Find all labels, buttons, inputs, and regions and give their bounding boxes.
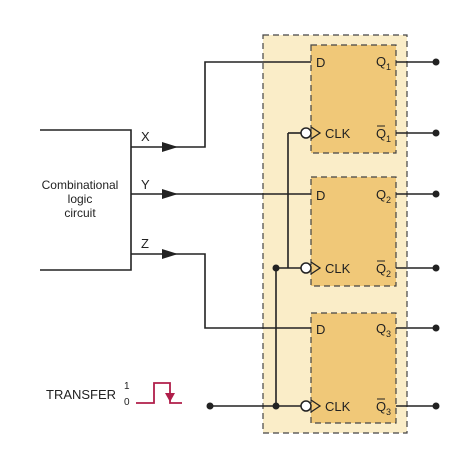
signal-z-label: Z (141, 236, 149, 251)
flipflop-3-q-label: Q (376, 321, 386, 336)
signal-x-arrow (162, 142, 178, 152)
flipflop-3-d-label: D (316, 322, 325, 337)
q1bar-output-node (432, 129, 440, 137)
flipflop-1-q-subscript: 1 (386, 62, 391, 72)
transfer-input-node (206, 402, 214, 410)
flipflop-2-d-label: D (316, 188, 325, 203)
flipflop-1-clk-bubble (300, 127, 312, 139)
flipflop-3-clk-label: CLK (325, 399, 351, 414)
flipflop-3-clk-bubble (300, 400, 312, 412)
flipflop-1-clk-triangle (310, 126, 322, 140)
flipflop-3-qbar-subscript: 3 (386, 407, 391, 417)
flipflop-1-q-label: Q (376, 54, 386, 69)
transfer-pulse-edge-arrow (165, 393, 175, 402)
flipflop-1-body (310, 44, 397, 154)
combinational-circuit-outline (40, 129, 132, 271)
flipflop-2-clk-bubble (300, 262, 312, 274)
q1-output-node (432, 58, 440, 66)
flipflop-3-body (310, 312, 397, 424)
flipflop-1-d-label: D (316, 55, 325, 70)
signal-y-arrow (162, 189, 178, 199)
flipflop-3-q-subscript: 3 (386, 329, 391, 339)
combinational-label-line-2: logic (68, 192, 93, 206)
flipflop-1-qbar-label: Q (376, 126, 386, 141)
flipflop-3-clk-triangle (310, 399, 322, 413)
flipflop-2-clk-triangle (310, 261, 322, 275)
transfer-label: TRANSFER (46, 387, 116, 402)
transfer-level-high: 1 (124, 381, 130, 392)
q2-output-node (432, 190, 440, 198)
transfer-level-low: 0 (124, 397, 130, 408)
flipflop-2-body (310, 176, 397, 287)
q2bar-output-node (432, 264, 440, 272)
flipflop-1: D CLK Q 1 Q 1 (310, 44, 397, 154)
flipflop-2-qbar-label: Q (376, 261, 386, 276)
flipflop-1-qbar-subscript: 1 (386, 134, 391, 144)
flipflop-3: D CLK Q 3 Q 3 (310, 312, 397, 424)
q3bar-output-node (432, 402, 440, 410)
combinational-label-line-1: Combinational (42, 178, 119, 192)
flipflop-2-qbar-subscript: 2 (386, 269, 391, 279)
transfer-pulse-waveform (136, 382, 182, 404)
signal-x-label: X (141, 129, 150, 144)
flipflop-1-clk-label: CLK (325, 126, 351, 141)
flipflop-3-qbar-label: Q (376, 399, 386, 414)
signal-y-label: Y (141, 177, 150, 192)
flipflop-2: D CLK Q 2 Q 2 (310, 176, 397, 287)
combinational-label-line-3: circuit (64, 206, 96, 220)
clock-junction-ff3 (272, 402, 280, 410)
q3-output-node (432, 324, 440, 332)
flipflop-2-clk-label: CLK (325, 261, 351, 276)
flipflop-2-q-subscript: 2 (386, 195, 391, 205)
flipflop-2-q-label: Q (376, 187, 386, 202)
signal-z-arrow (162, 249, 178, 259)
clock-junction-ff2 (272, 264, 280, 272)
